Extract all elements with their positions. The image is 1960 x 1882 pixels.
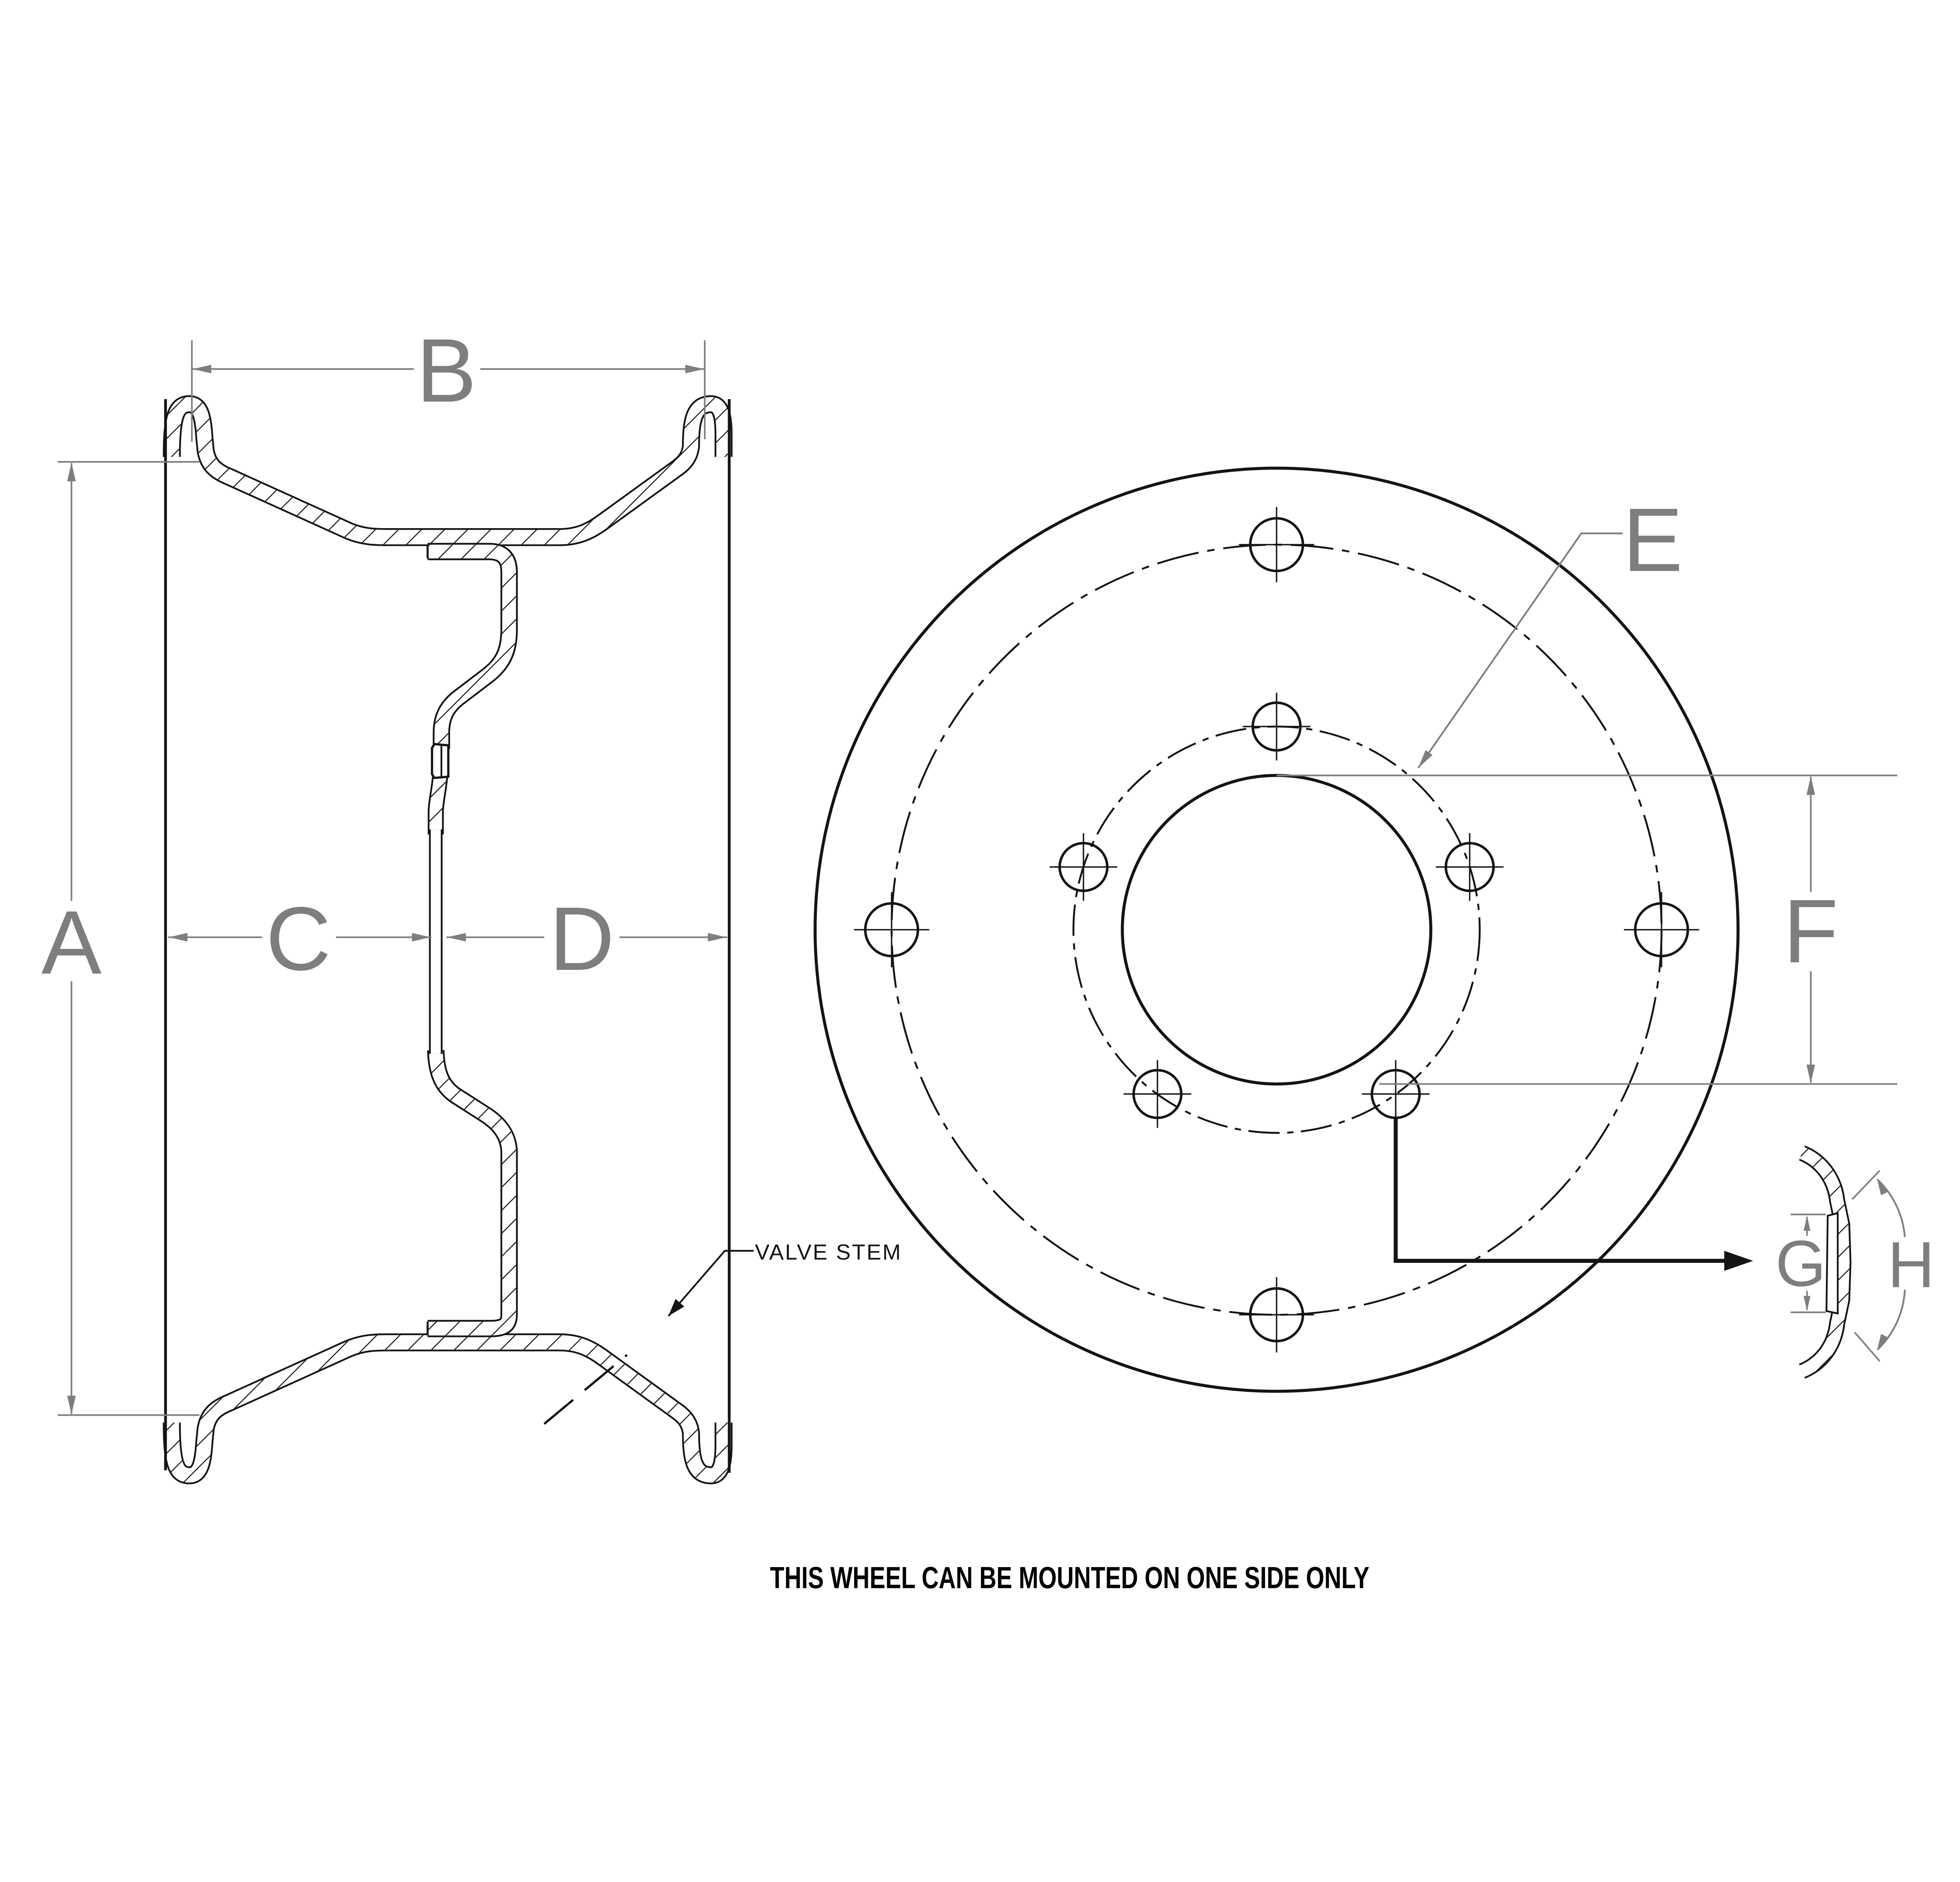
- dim-b-label: B: [416, 320, 477, 421]
- dimension-g: G: [1775, 1213, 1826, 1313]
- dimension-d: D: [446, 888, 728, 989]
- rim-section-view: VALVE STEM A B C: [42, 320, 902, 1484]
- dim-c-label: C: [266, 888, 331, 989]
- dim-f-arrow-down-icon: [1806, 1065, 1815, 1084]
- dimension-c: C: [168, 888, 432, 989]
- disc-upper-section-band-ht: [427, 545, 516, 749]
- bottom-rim-section: [163, 1333, 733, 1484]
- dim-f-label: F: [1783, 880, 1838, 981]
- valve-stem-leader-line: [668, 1250, 754, 1317]
- dim-h-arc-upper: [1877, 1179, 1906, 1237]
- dim-h-label: H: [1887, 1228, 1935, 1301]
- hand-hole-bottom: [1239, 1277, 1314, 1353]
- dimension-h: H: [1851, 1170, 1935, 1362]
- disc-lower-section-band-ht: [427, 1050, 516, 1336]
- mounting-note: THIS WHEEL CAN BE MOUNTED ON ONE SIDE ON…: [770, 1560, 1369, 1595]
- dim-c-arrow-left-icon: [169, 933, 188, 942]
- hand-hole-left: [854, 892, 929, 968]
- dim-d-arrow-right-icon: [708, 933, 727, 942]
- center-bore-circle: [1121, 774, 1432, 1086]
- bolt-seat-detail-view: G H: [1775, 1145, 1935, 1379]
- dim-f-arrow-up-icon: [1806, 776, 1815, 795]
- bolt-hole-upper-left: [1049, 833, 1118, 901]
- dimension-f: F: [1276, 774, 1898, 1085]
- dim-h-ext-bottom: [1854, 1332, 1880, 1362]
- dim-b-arrow-right-icon: [685, 365, 704, 374]
- bottom-rim-section-band-wt: [164, 1335, 731, 1483]
- dim-b-arrow-left-icon: [192, 365, 212, 374]
- dim-c-arrow-right-icon: [412, 933, 431, 942]
- dimension-e: E: [1415, 489, 1683, 770]
- detail-leader-line: [1394, 1116, 1732, 1263]
- top-rim-section-band-wt: [164, 397, 731, 545]
- dimension-b: B: [191, 320, 706, 442]
- bolt-hole-upper-right: [1436, 833, 1504, 901]
- bolt-circle: [1072, 725, 1481, 1134]
- valve-stem-label: VALVE STEM: [755, 1240, 902, 1264]
- dim-e-arrow-icon: [1415, 750, 1433, 770]
- detail-leader-arrow-icon: [1724, 1251, 1753, 1271]
- dim-a-label: A: [42, 892, 102, 993]
- valve-stem-phantom-line: [543, 1354, 628, 1425]
- disc-boss: [431, 743, 450, 779]
- bolt-hole-top: [1243, 692, 1310, 761]
- top-rim-section: [163, 395, 733, 546]
- detail-section-leader: [1394, 1116, 1753, 1271]
- detail-disc-section-band-ht: [1799, 1147, 1850, 1377]
- bolt-hole-lower-left: [1123, 1060, 1192, 1128]
- valve-stem-callout: VALVE STEM: [664, 1240, 902, 1320]
- dim-a-arrow-up-icon: [67, 462, 76, 481]
- dim-h-arc-lower: [1877, 1290, 1906, 1351]
- disc-lower-section: [427, 1050, 518, 1337]
- wheel-front-view: E F: [813, 467, 1898, 1393]
- dimension-a: A: [42, 461, 200, 1416]
- dim-h-ext-top: [1851, 1170, 1880, 1200]
- dim-d-label: D: [549, 888, 614, 989]
- bottom-rim-section-band-ht: [164, 1335, 731, 1483]
- dim-h-arrow-down-icon: [1874, 1334, 1888, 1352]
- hand-hole-ring-circle: [891, 543, 1663, 1316]
- dim-g-label: G: [1775, 1227, 1826, 1300]
- hand-hole-right: [1624, 892, 1699, 968]
- detail-bolt-hole-slot: [1826, 1212, 1839, 1315]
- outer-rim-circle: [813, 467, 1740, 1393]
- disc-middle-jog-section-band-ht: [429, 775, 446, 835]
- disc-boss-outline: [431, 743, 450, 779]
- dim-e-label: E: [1622, 489, 1683, 590]
- dim-d-arrow-left-icon: [447, 933, 466, 942]
- hand-hole-top: [1239, 507, 1314, 583]
- dim-e-leader-line: [1417, 532, 1623, 768]
- dim-a-arrow-down-icon: [67, 1395, 76, 1415]
- dim-h-arrow-up-icon: [1874, 1177, 1888, 1195]
- top-rim-section-band-ht: [164, 397, 731, 545]
